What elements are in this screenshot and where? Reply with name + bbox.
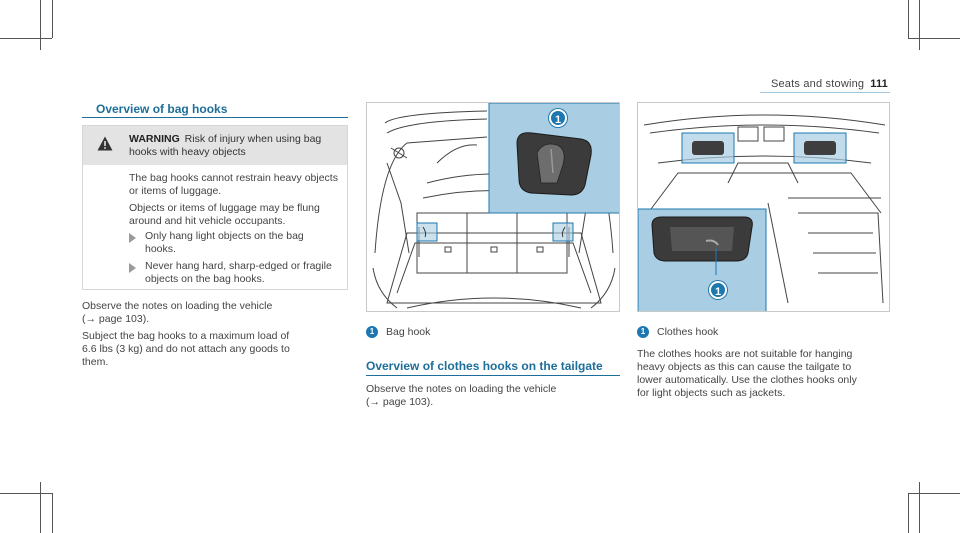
figure-marker-badge: 1 (709, 281, 727, 299)
warning-step-line: Never hang hard, sharp-edged or fragile (145, 260, 332, 272)
warning-body-line: The bag hooks cannot restrain heavy obje… (129, 172, 338, 184)
right-para-line: for light objects such as jackets. (637, 387, 786, 399)
warning-body-line: or items of luggage. (129, 185, 222, 197)
right-para-line: The clothes hooks are not suitable for h… (637, 348, 853, 360)
page-reference-link[interactable]: (→ page 103). (82, 313, 150, 325)
caption-marker-badge: 1 (637, 326, 649, 338)
warning-triangle-icon (97, 136, 113, 151)
page-reference-link[interactable]: (→ page 103). (366, 396, 434, 408)
warning-step-line: objects on the bag hooks. (145, 273, 265, 285)
bag-hook-closeup (516, 132, 592, 196)
header-section: Seats and stowing (770, 78, 865, 90)
figure-marker-badge: 1 (549, 109, 567, 127)
warning-box: WARNING Risk of injury when using bag ho… (82, 125, 348, 290)
warning-label: WARNING (129, 133, 180, 145)
right-para-line: lower automatically. Use the clothes hoo… (637, 374, 857, 386)
warning-step-line: hooks. (145, 243, 176, 255)
warning-header: WARNING Risk of injury when using bag ho… (83, 126, 347, 165)
bullet-arrow-icon (129, 263, 136, 273)
caption-marker-badge: 1 (366, 326, 378, 338)
warning-body-line: around and hit vehicle occupants. (129, 215, 286, 227)
bag-hook-caption: Bag hook (386, 326, 431, 338)
bag-hook-figure: 1 (366, 102, 620, 312)
warning-body-line: Objects or items of luggage may be flung (129, 202, 320, 214)
left-para-line: Observe the notes on loading the vehicle (82, 300, 273, 312)
clothes-hook-closeup (651, 216, 753, 262)
warning-step-line: Only hang light objects on the bag (145, 230, 304, 242)
bullet-arrow-icon (129, 233, 136, 243)
warning-summary: Risk of injury when using bag hooks with… (129, 133, 322, 158)
bag-hooks-title: Overview of bag hooks (96, 102, 228, 116)
clothes-hooks-title-rule (366, 375, 620, 376)
clothes-hook-caption: Clothes hook (657, 326, 719, 338)
left-para-line: Subject the bag hooks to a maximum load … (82, 330, 290, 342)
right-para-line: heavy objects as this can cause the tail… (637, 361, 852, 373)
tailgate-illustration (638, 114, 886, 311)
left-para-line: 6.6 lbs (3 kg) and do not attach any goo… (82, 343, 290, 355)
running-header: Seats and stowing 111 (771, 78, 888, 90)
middle-para-line: Observe the notes on loading the vehicle (366, 383, 557, 395)
clothes-hook-figure: 1 (637, 102, 890, 312)
cargo-area-illustration (372, 103, 619, 309)
left-para-line: them. (82, 356, 109, 368)
bag-hooks-title-rule (82, 117, 348, 118)
clothes-hooks-title: Overview of clothes hooks on the tailgat… (366, 359, 603, 373)
header-rule (760, 92, 890, 93)
page-number: 111 (870, 78, 888, 90)
warning-heading: WARNING Risk of injury when using bag ho… (129, 133, 339, 159)
